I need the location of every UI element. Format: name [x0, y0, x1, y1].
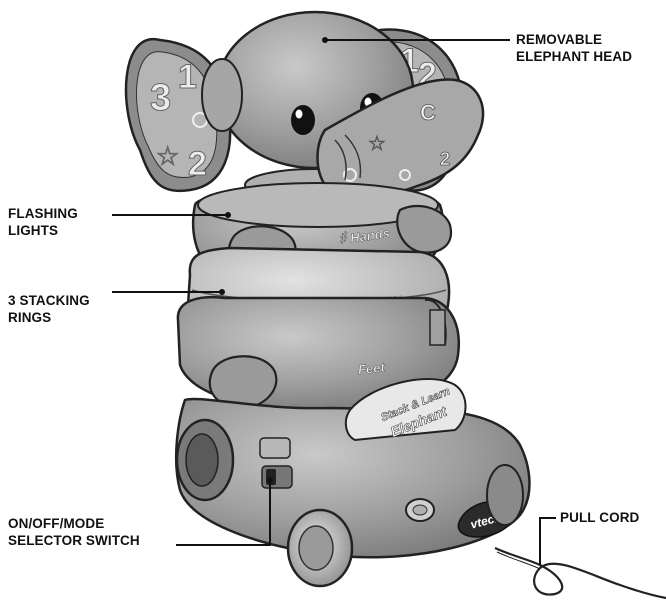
svg-text:2: 2 — [188, 145, 207, 183]
wheel-front-left — [288, 510, 352, 586]
callout-flashing-lights: FLASHING LIGHTS — [8, 205, 78, 239]
svg-text:C: C — [420, 100, 436, 125]
callout-rings-line2: RINGS — [8, 309, 90, 326]
wheel-front-right — [487, 465, 523, 525]
svg-text:3: 3 — [150, 77, 171, 119]
callout-switch-line1: ON/OFF/MODE — [8, 515, 140, 532]
callout-pull-cord: PULL CORD — [560, 509, 639, 526]
svg-text:☆: ☆ — [368, 133, 386, 155]
svg-text:1: 1 — [178, 58, 197, 96]
ring-label-feet: Feet — [357, 359, 386, 377]
pull-cord — [495, 548, 666, 598]
callout-switch-line2: SELECTOR SWITCH — [8, 532, 140, 549]
callout-lights-line2: LIGHTS — [8, 222, 78, 239]
callout-selector-switch: ON/OFF/MODE SELECTOR SWITCH — [8, 515, 140, 549]
leader-line-cord — [540, 518, 556, 565]
svg-text:☆: ☆ — [156, 141, 179, 171]
callout-lights-line1: FLASHING — [8, 205, 78, 222]
callout-head-line1: REMOVABLE — [516, 31, 632, 48]
callout-head-line2: ELEPHANT HEAD — [516, 48, 632, 65]
callout-rings-line1: 3 STACKING — [8, 292, 90, 309]
callout-removable-elephant-head: REMOVABLE ELEPHANT HEAD — [516, 31, 632, 65]
wheel-rear-left — [177, 420, 233, 500]
callout-cord-line1: PULL CORD — [560, 509, 639, 526]
callout-stacking-rings: 3 STACKING RINGS — [8, 292, 90, 326]
svg-text:2: 2 — [440, 149, 450, 169]
